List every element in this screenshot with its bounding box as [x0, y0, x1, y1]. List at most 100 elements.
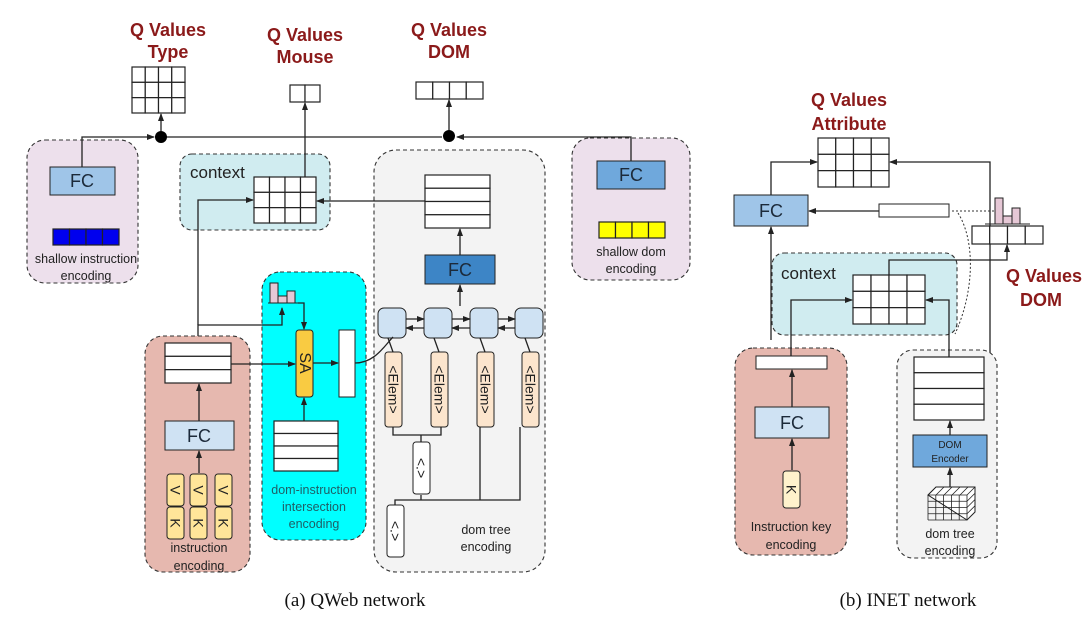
grid-cell [289, 84, 306, 103]
q-values-type-label: Q Values Type [130, 20, 206, 62]
grid-cell [913, 356, 985, 374]
grid-cell [299, 191, 317, 209]
connector [524, 337, 531, 353]
q-values-dom-grid-b [971, 225, 1044, 245]
connector [479, 337, 486, 353]
grid-cell [432, 81, 451, 100]
grid-cell [253, 176, 271, 193]
elem-label: <Elem> [478, 365, 494, 413]
grid-cell [631, 221, 650, 239]
grid-cell [614, 221, 633, 239]
grid-cell [415, 81, 434, 100]
grid-cell [157, 81, 173, 99]
v-label: V [191, 485, 207, 495]
grid-cell [101, 228, 120, 246]
intersection-label: dom-instruction [271, 483, 356, 497]
v-label: V [168, 485, 184, 495]
k-label: K [191, 518, 207, 528]
grid-cell [131, 81, 146, 99]
grid-cell [1006, 225, 1026, 245]
connector [392, 427, 442, 442]
shallow-instruction-label: shallow instruction [35, 252, 137, 266]
key-token [782, 470, 801, 509]
dom-tree-node-token [412, 441, 431, 495]
dom-tree-label-2: encoding [461, 540, 512, 554]
grid-cell [68, 228, 87, 246]
grid-cell [284, 191, 302, 209]
grid-cell [1024, 225, 1044, 245]
dom-encoder-label-2: Encoder [931, 454, 969, 465]
svg-text:Attribute: Attribute [812, 114, 887, 134]
grid-cell [304, 84, 321, 103]
grid-cell [424, 174, 491, 189]
grid-cell [164, 342, 232, 357]
grid-cell [273, 420, 339, 435]
grid-cell [852, 290, 872, 309]
grid-cell [268, 191, 286, 209]
instruction-label-2: encoding [174, 559, 225, 573]
intersection-label-2: intersection [282, 500, 346, 514]
sa-label: SA [296, 352, 313, 374]
grid-cell [971, 225, 991, 245]
lstm-node [423, 307, 453, 339]
lstm-node [514, 307, 544, 339]
grid-cell [171, 66, 186, 83]
intersection-label-3: encoding [289, 517, 340, 531]
k-label: K [168, 518, 184, 528]
fc-label: FC [619, 165, 643, 185]
shallow-dom-vector [598, 221, 666, 239]
grid-cell [171, 97, 186, 114]
q-values-type-grid [131, 66, 186, 114]
dom-tree-label-b: dom tree [925, 527, 974, 541]
grid-cell [273, 445, 339, 460]
intersection-output-vector [338, 329, 356, 398]
fc-label: FC [70, 171, 94, 191]
grid-cell [144, 97, 160, 114]
grid-cell [906, 274, 926, 292]
value-token [189, 473, 208, 507]
grid-cell [888, 290, 908, 309]
grid-cell [299, 176, 317, 193]
grid-cell [906, 307, 926, 325]
grid-cell [835, 170, 855, 188]
elem-label: <Elem> [386, 365, 402, 413]
fc-label: FC [759, 201, 783, 221]
elem-token [521, 351, 540, 428]
grid-cell [870, 307, 890, 325]
grid-cell [157, 97, 173, 114]
lstm-node [377, 307, 407, 339]
grid-cell [870, 153, 890, 172]
grid-cell [465, 81, 484, 100]
grid-cell [131, 66, 146, 83]
connector [354, 336, 394, 364]
grid-cell [913, 372, 985, 390]
grid-cell [424, 187, 491, 203]
shallow-instruction-label-2: encoding [61, 269, 112, 283]
value-token [214, 473, 233, 507]
dom-tree-output-table-b [913, 356, 985, 421]
elem-label: <Elem> [523, 365, 539, 413]
grid-cell [424, 200, 491, 216]
elem-label: <Elem> [432, 365, 448, 413]
dom-tree-label: dom tree [461, 523, 510, 537]
grid-cell [888, 274, 908, 292]
fc-label: FC [780, 413, 804, 433]
q-values-dom-grid [415, 81, 484, 100]
context-grid [253, 176, 317, 224]
svg-text:Q Values: Q Values [130, 20, 206, 40]
k-label: K [784, 485, 800, 495]
v-label: V [216, 485, 232, 495]
key-token [166, 506, 185, 540]
lstm-node [469, 307, 499, 339]
attention-histogram-icon [268, 282, 302, 304]
key-token [189, 506, 208, 540]
node-label: <.> [414, 458, 430, 478]
q-values-dom-label-b: Q Values DOM [1006, 266, 1082, 310]
q-values-mouse-label: Q Values Mouse [267, 25, 343, 67]
panel-a-qweb: Q Values Type Q Values Mouse Q Values DO… [26, 20, 691, 611]
shallow-instruction-fc [49, 166, 116, 196]
grid-cell [52, 228, 71, 246]
key-token [214, 506, 233, 540]
grid-cell [253, 191, 271, 209]
